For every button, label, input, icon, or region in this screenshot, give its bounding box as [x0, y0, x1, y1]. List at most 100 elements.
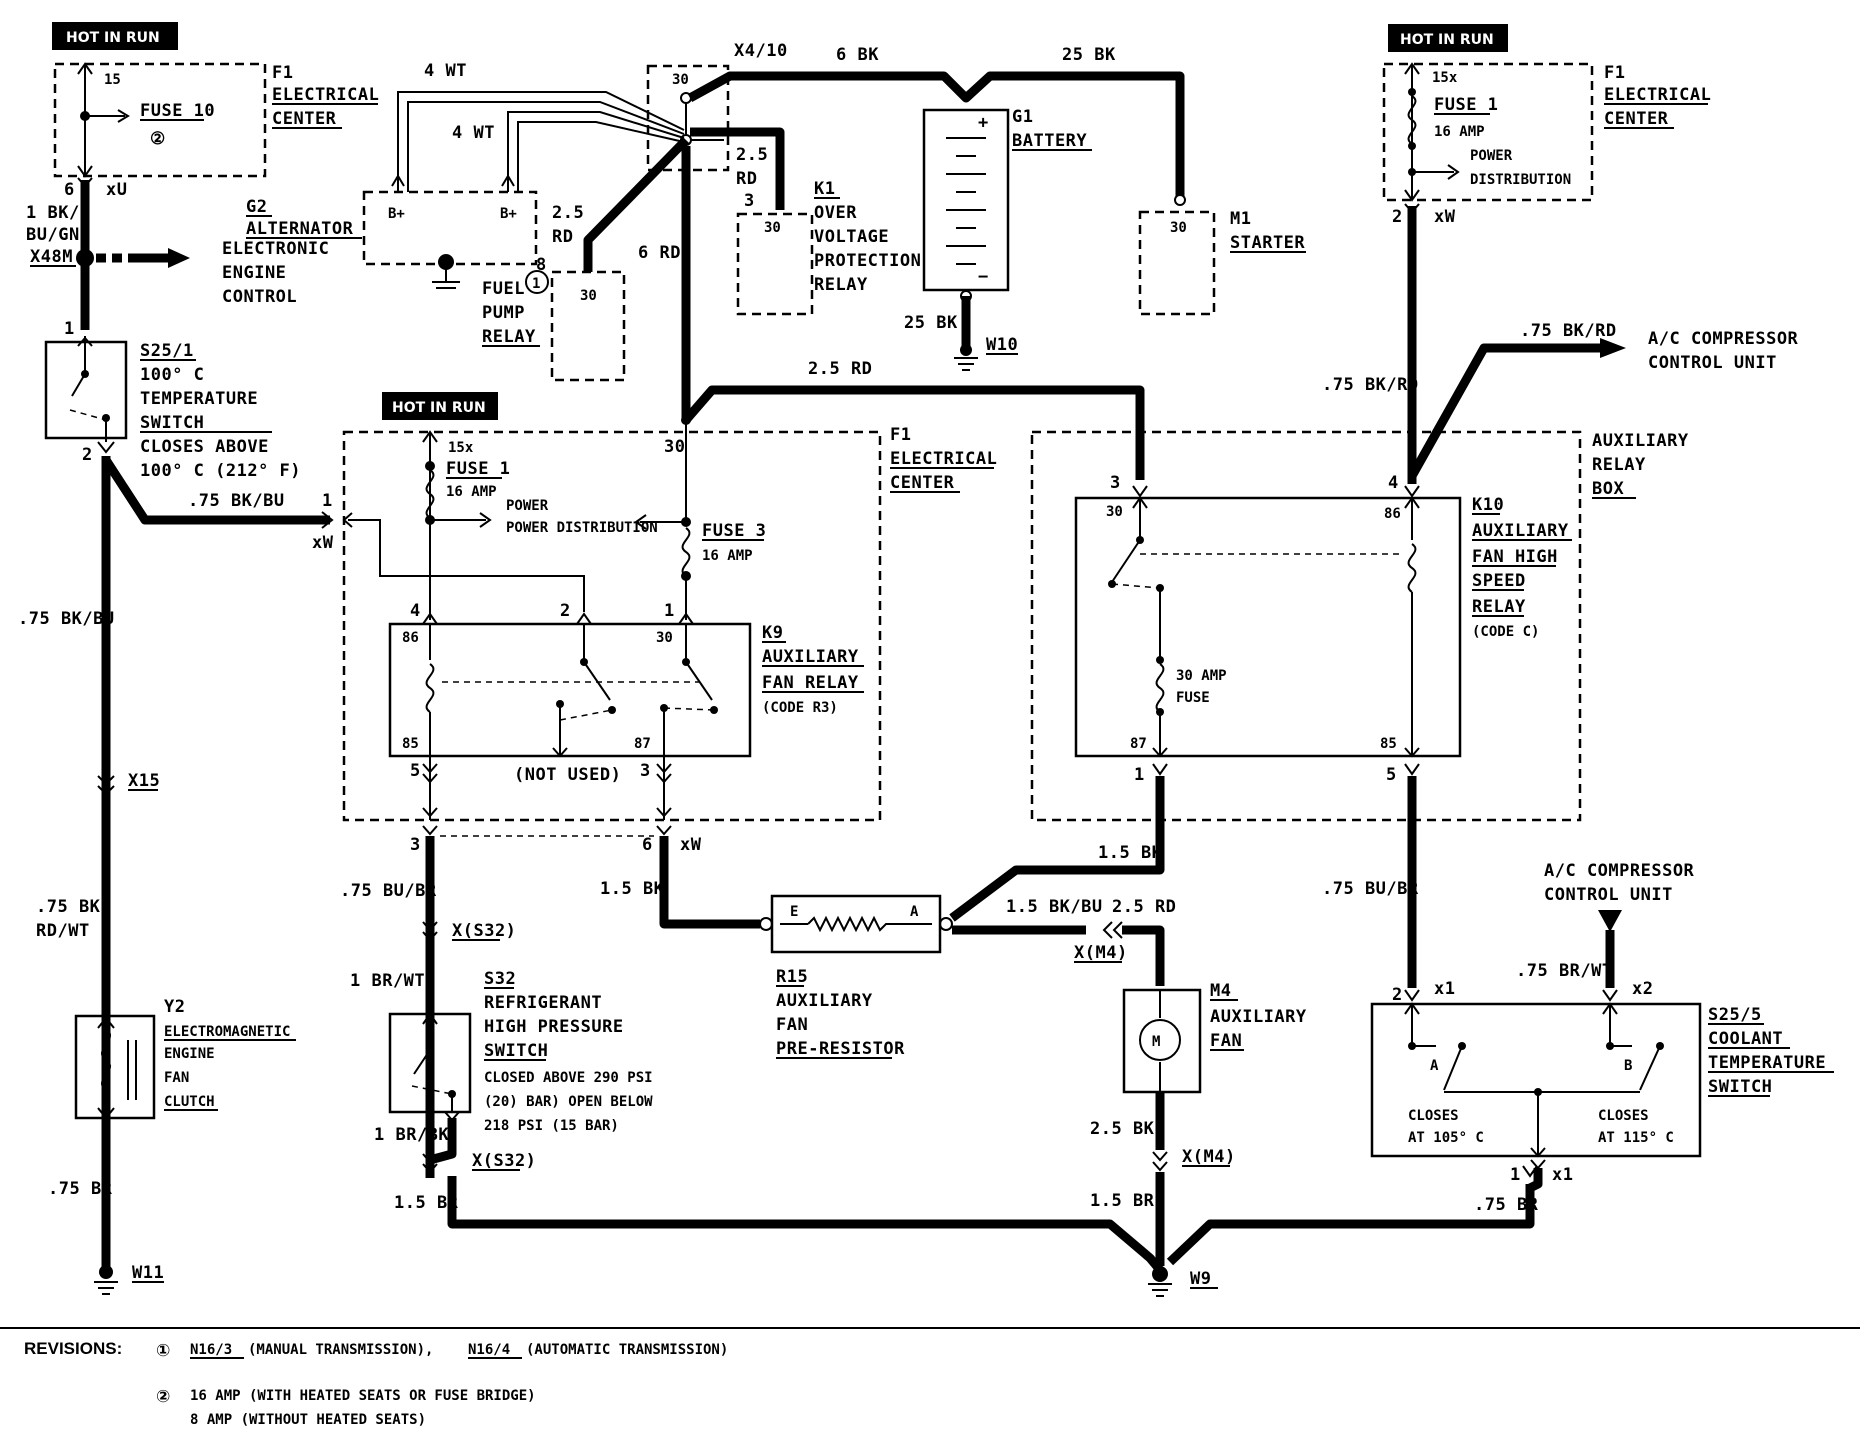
svg-text:S25/5: S25/5 — [1708, 1005, 1762, 1025]
s25-1-temperature-switch: S25/1 100° C TEMPERATURE SWITCH CLOSES A… — [44, 336, 301, 481]
svg-text:4: 4 — [410, 601, 421, 621]
svg-text:30: 30 — [1170, 220, 1187, 236]
svg-text:RELAY: RELAY — [1472, 597, 1526, 617]
svg-text:.75 BK/RD: .75 BK/RD — [1322, 375, 1419, 395]
f1-electrical-center-left: 15 FUSE 10 ② F1 ELECTRICAL CENTER — [53, 62, 379, 178]
svg-text:CONTROL UNIT: CONTROL UNIT — [1544, 885, 1673, 905]
svg-text:1: 1 — [64, 319, 75, 339]
svg-text:5: 5 — [1386, 765, 1397, 785]
svg-text:85: 85 — [1380, 736, 1397, 752]
svg-text:CLOSES: CLOSES — [1408, 1108, 1459, 1124]
svg-text:1.5 BK/BU: 1.5 BK/BU — [1006, 897, 1103, 917]
svg-text:+: + — [978, 113, 989, 133]
svg-text:.75 BU/BR: .75 BU/BR — [1322, 879, 1419, 899]
svg-text:POWER DISTRIBUTION: POWER DISTRIBUTION — [506, 520, 658, 536]
svg-text:X48M: X48M — [30, 247, 73, 267]
svg-text:TEMPERATURE: TEMPERATURE — [1708, 1053, 1826, 1073]
svg-text:AUXILIARY: AUXILIARY — [762, 647, 859, 667]
svg-text:2.5: 2.5 — [552, 203, 584, 223]
svg-text:6 RD: 6 RD — [638, 243, 681, 263]
svg-text:①: ① — [156, 1341, 170, 1360]
svg-text:100° C: 100° C — [140, 365, 204, 385]
svg-text:FUSE 3: FUSE 3 — [702, 521, 766, 541]
svg-text:X(S32): X(S32) — [452, 921, 516, 941]
svg-text:30 AMP: 30 AMP — [1176, 668, 1227, 684]
svg-text:K1: K1 — [814, 179, 835, 199]
svg-text:3: 3 — [744, 191, 755, 211]
svg-text:M4: M4 — [1210, 981, 1231, 1001]
hot-in-run-badge-left: HOT IN RUN — [52, 22, 178, 50]
svg-text:2.5 RD: 2.5 RD — [808, 359, 872, 379]
svg-text:86: 86 — [402, 630, 419, 646]
svg-text:25 BK: 25 BK — [904, 313, 958, 333]
svg-text:②: ② — [156, 1387, 170, 1406]
svg-text:CONTROL UNIT: CONTROL UNIT — [1648, 353, 1777, 373]
svg-text:xW: xW — [1434, 207, 1456, 227]
svg-text:STARTER: STARTER — [1230, 233, 1305, 253]
svg-text:SWITCH: SWITCH — [140, 413, 204, 433]
hot-in-run-badge-right: HOT IN RUN — [1388, 24, 1508, 52]
svg-text:30: 30 — [764, 220, 781, 236]
svg-text:16 AMP: 16 AMP — [446, 484, 497, 500]
svg-text:(AUTOMATIC TRANSMISSION): (AUTOMATIC TRANSMISSION) — [526, 1342, 728, 1358]
svg-text:REVISIONS:: REVISIONS: — [24, 1339, 122, 1358]
svg-text:.75 BU/BR: .75 BU/BR — [340, 881, 437, 901]
svg-text:K10: K10 — [1472, 495, 1504, 515]
svg-text:FUEL: FUEL — [482, 279, 525, 299]
svg-text:FAN RELAY: FAN RELAY — [762, 673, 859, 693]
svg-text:W11: W11 — [132, 1263, 164, 1283]
svg-text:A/C COMPRESSOR: A/C COMPRESSOR — [1648, 329, 1799, 349]
svg-text:x1: x1 — [1552, 1165, 1573, 1185]
svg-text:30: 30 — [656, 630, 673, 646]
svg-text:ELECTRONIC: ELECTRONIC — [222, 239, 329, 259]
hot-in-run-badge-center: HOT IN RUN — [382, 392, 498, 420]
svg-text:HOT IN RUN: HOT IN RUN — [1400, 32, 1494, 48]
svg-text:.75 BR/WT: .75 BR/WT — [1516, 961, 1613, 981]
svg-text:CLOSES ABOVE: CLOSES ABOVE — [140, 437, 269, 457]
y2-fan-clutch: Y2 ELECTROMAGNETIC ENGINE FAN CLUTCH — [74, 997, 296, 1120]
g2-alternator: B+ B+ G2 ALTERNATOR — [246, 190, 538, 289]
svg-text:16 AMP: 16 AMP — [702, 548, 753, 564]
svg-text:xW: xW — [680, 835, 702, 855]
svg-text:M1: M1 — [1230, 209, 1251, 229]
svg-text:X15: X15 — [128, 771, 160, 791]
svg-text:.75 BK/BU: .75 BK/BU — [18, 609, 115, 629]
svg-text:B+: B+ — [500, 206, 517, 222]
svg-text:1: 1 — [322, 491, 333, 511]
svg-text:1 BR/WT: 1 BR/WT — [350, 971, 425, 991]
k10-high-speed-relay: 30 86 30 AMP FUSE 87 85 K10 AUXILIARY FA… — [1074, 495, 1572, 758]
svg-text:SWITCH: SWITCH — [1708, 1077, 1772, 1097]
svg-text:1.5 BK: 1.5 BK — [1098, 843, 1163, 863]
svg-text:.75 BR: .75 BR — [48, 1179, 113, 1199]
m1-starter: 30 M1 STARTER — [1138, 194, 1306, 316]
svg-text:4: 4 — [1388, 473, 1399, 493]
svg-text:4 WT: 4 WT — [452, 123, 495, 143]
svg-text:(CODE C): (CODE C) — [1472, 624, 1539, 640]
svg-text:S25/1: S25/1 — [140, 341, 194, 361]
svg-text:CENTER: CENTER — [890, 473, 955, 493]
svg-text:2: 2 — [82, 445, 93, 465]
svg-text:.75 BR: .75 BR — [1474, 1195, 1539, 1215]
svg-text:AUXILIARY: AUXILIARY — [776, 991, 873, 1011]
svg-text:K9: K9 — [762, 623, 783, 643]
svg-text:87: 87 — [1130, 736, 1147, 752]
svg-text:E: E — [790, 904, 798, 920]
svg-text:OVER: OVER — [814, 203, 857, 223]
svg-text:2.5: 2.5 — [736, 145, 768, 165]
svg-text:FUSE: FUSE — [1176, 690, 1210, 706]
svg-text:1: 1 — [532, 276, 540, 292]
svg-text:RD: RD — [552, 227, 573, 247]
f1-electrical-center-right: F1 ELECTRICAL CENTER 15x FUSE 1 16 AMP P… — [1382, 62, 1711, 202]
svg-text:.75 BK/: .75 BK/ — [36, 897, 111, 917]
svg-text:DISTRIBUTION: DISTRIBUTION — [1470, 172, 1571, 188]
svg-text:VOLTAGE: VOLTAGE — [814, 227, 889, 247]
svg-text:FAN: FAN — [776, 1015, 808, 1035]
svg-text:3: 3 — [640, 761, 651, 781]
svg-text:W10: W10 — [986, 335, 1018, 355]
svg-text:1.5 BR: 1.5 BR — [394, 1193, 459, 1213]
svg-text:30: 30 — [664, 437, 685, 457]
svg-text:HIGH PRESSURE: HIGH PRESSURE — [484, 1017, 624, 1037]
svg-text:2: 2 — [560, 601, 571, 621]
f1-electrical-center-middle: F1 ELECTRICAL CENTER — [342, 425, 997, 822]
